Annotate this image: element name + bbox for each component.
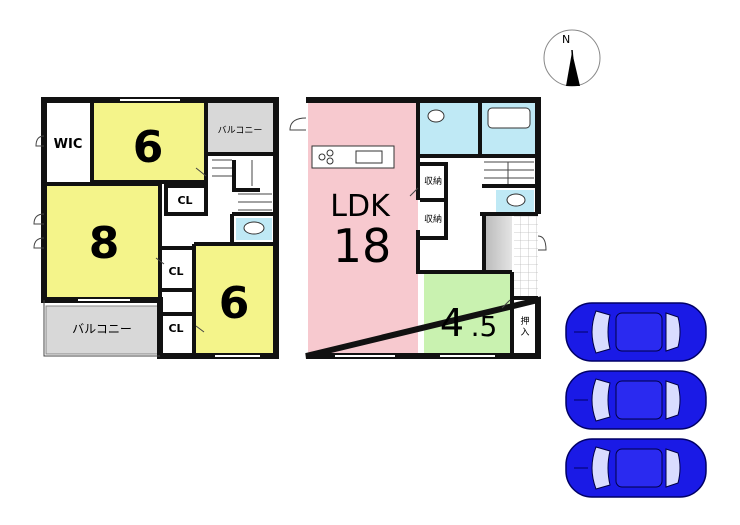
storage-1-label: 収納 <box>424 175 442 187</box>
car-icon <box>565 302 707 362</box>
parking <box>565 302 707 498</box>
toilet-1f-icon <box>506 193 526 207</box>
room-6-top <box>94 102 204 182</box>
stairs-2f <box>212 159 272 211</box>
compass-north-label: N <box>562 33 570 46</box>
stairs-1f <box>484 161 534 184</box>
car-icon <box>565 438 707 498</box>
storage-2-label: 収納 <box>424 213 442 225</box>
room-8 <box>46 186 158 298</box>
balcony-top-area <box>206 102 274 154</box>
wic-label: WIC <box>54 137 83 152</box>
balcony-bottom-area <box>45 305 159 355</box>
room-4-5-frac-label: .5 <box>471 310 498 343</box>
closet-3-label: CL <box>168 322 183 335</box>
second-floor: 6 8 6 WIC バルコニー バルコニー CL CL CL <box>33 97 279 359</box>
ldk-area <box>308 102 418 354</box>
sink-icon <box>355 150 383 164</box>
bathtub-icon <box>487 107 531 129</box>
entrance-grid <box>514 216 538 298</box>
car-icon <box>565 370 707 430</box>
entrance-hatch <box>486 214 512 270</box>
balcony-top-label: バルコニー <box>218 125 263 136</box>
compass: N <box>543 29 601 87</box>
room-4-5-area <box>424 274 510 354</box>
first-floor: LDK 18 4 .5 収納 収納 押入 <box>289 97 547 359</box>
ldk-name-label: LDK <box>330 189 391 224</box>
room-8-label: 8 <box>89 218 120 269</box>
toilet-icon <box>243 221 265 235</box>
washbasin-icon <box>427 109 445 123</box>
balcony-bottom-label: バルコニー <box>72 322 132 336</box>
room-6-top-label: 6 <box>133 122 164 173</box>
room-6-right-label: 6 <box>219 278 250 329</box>
washroom-area <box>420 102 478 154</box>
stove-burner-icon <box>318 153 326 161</box>
oshiire-label: 押入 <box>520 315 529 338</box>
room-6-right <box>196 246 274 354</box>
closet-2-label: CL <box>168 265 183 278</box>
room-4-5-int-label: 4 <box>440 301 464 345</box>
ldk-size-label: 18 <box>333 219 392 273</box>
closet-1-label: CL <box>177 194 192 207</box>
